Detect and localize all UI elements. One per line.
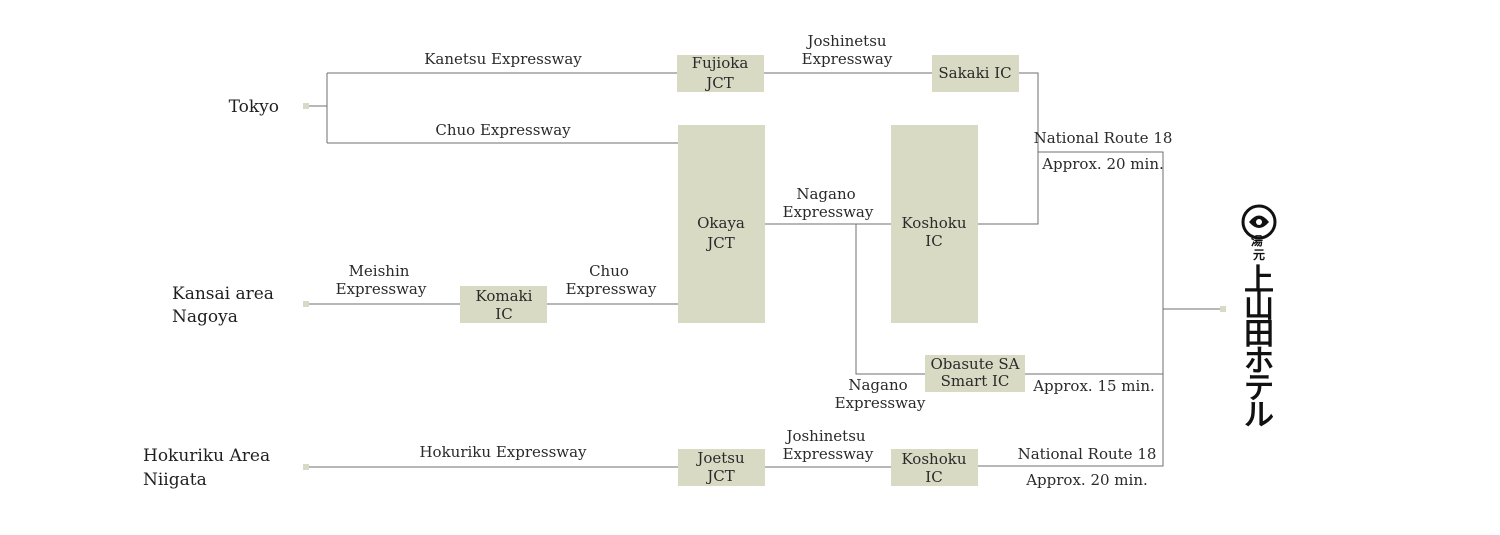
junction-label: Koshoku — [902, 214, 967, 232]
route-label-joshinetsu-bottom: Joshinetsu — [784, 427, 865, 445]
route-label-nagano-bottom: Nagano — [848, 376, 907, 394]
logo-main-char: 山 — [1244, 290, 1274, 325]
junction-label: Smart IC — [941, 372, 1010, 390]
route-label-nagano: Nagano — [796, 185, 855, 203]
junction-fujioka: Fujioka JCT — [677, 54, 764, 92]
hotel-crest-icon — [1241, 204, 1277, 240]
junction-box — [891, 125, 978, 323]
route-label-nagano-bottom: Expressway — [835, 394, 926, 412]
route-lines — [308, 72, 1222, 468]
origin-niigata: Niigata — [143, 470, 207, 490]
time-label-bottom: Approx. 20 min. — [1025, 471, 1148, 489]
time-label-mid: Approx. 15 min. — [1032, 377, 1155, 395]
route-label-chuo-mid: Chuo — [589, 262, 629, 280]
hokuriku-start-dot — [303, 464, 309, 470]
junction-box — [678, 125, 765, 323]
junction-box — [460, 286, 547, 323]
logo-main-char: テ — [1244, 371, 1274, 406]
junction-label: Sakaki IC — [938, 64, 1011, 82]
junction-label: Joetsu — [695, 449, 745, 467]
route-label-chuo-mid: Expressway — [566, 280, 657, 298]
junction-label: IC — [495, 305, 512, 323]
logo-main-char: 田 — [1244, 317, 1274, 352]
route-label-national-18: National Route 18 — [1034, 129, 1173, 147]
junction-label: IC — [925, 232, 942, 250]
origin-kansai: Kansai area — [172, 284, 274, 304]
junction-box — [677, 55, 764, 92]
junction-joetsu: Joetsu JCT — [678, 449, 765, 486]
nagano-bottom-line — [855, 224, 925, 375]
hotel-logo: 湯 元 上山田ホテル — [1241, 204, 1277, 433]
route-label-kanetsu: Kanetsu Expressway — [424, 50, 582, 68]
origin-hokuriku: Hokuriku Area — [143, 446, 270, 466]
tokyo-start-dot — [303, 103, 309, 109]
route-label-joshinetsu: Expressway — [802, 50, 893, 68]
junction-label: Okaya — [697, 214, 745, 232]
logo-small-char: 元 — [1253, 248, 1265, 262]
junction-sakaki: Sakaki IC — [932, 55, 1019, 92]
logo-main-text: 上山田ホテル — [1244, 263, 1274, 433]
junction-label: IC — [925, 468, 942, 486]
route-label-joshinetsu: Joshinetsu — [805, 32, 886, 50]
junction-box — [891, 449, 978, 486]
route-label-meishin: Expressway — [336, 280, 427, 298]
junction-label: JCT — [705, 467, 735, 485]
junction-label: JCT — [705, 234, 735, 252]
time-label-top: Approx. 20 min. — [1041, 155, 1164, 173]
junction-label: Komaki — [476, 287, 533, 305]
origin-nagoya: Nagoya — [172, 307, 238, 327]
junction-box — [678, 449, 765, 486]
junction-obasute: Obasute SA Smart IC — [925, 355, 1025, 392]
route-label-hokuriku: Hokuriku Expressway — [419, 443, 587, 461]
logo-main-char: ホ — [1244, 344, 1274, 379]
junction-label: Koshoku — [902, 450, 967, 468]
junction-label: JCT — [704, 74, 734, 92]
logo-small-char: 湯 — [1251, 233, 1263, 248]
logo-small-text: 湯 元 — [1251, 233, 1267, 262]
route-label-chuo: Chuo Expressway — [435, 121, 571, 139]
junction-box — [925, 355, 1025, 392]
junction-komaki: Komaki IC — [460, 286, 547, 323]
junction-label: Fujioka — [692, 54, 749, 72]
route-label-joshinetsu-bottom: Expressway — [783, 445, 874, 463]
sakaki-to-koshoku-line — [978, 72, 1039, 225]
route-label-meishin: Meishin — [349, 262, 410, 280]
logo-main-char: ル — [1244, 398, 1274, 433]
junction-koshoku-bottom: Koshoku IC — [891, 449, 978, 486]
origin-tokyo: Tokyo — [229, 97, 279, 117]
junction-okaya: Okaya JCT — [678, 125, 765, 323]
route-label-nagano: Expressway — [783, 203, 874, 221]
junction-koshoku-top: Koshoku IC — [891, 125, 978, 323]
hotel-end-dot — [1220, 306, 1226, 312]
kansai-start-dot — [303, 301, 309, 307]
route-label-national-18: National Route 18 — [1018, 445, 1157, 463]
junction-box — [932, 55, 1019, 92]
junction-label: Obasute SA — [931, 355, 1020, 373]
national-route-18-line — [978, 151, 1164, 467]
logo-main-char: 上 — [1244, 263, 1274, 298]
